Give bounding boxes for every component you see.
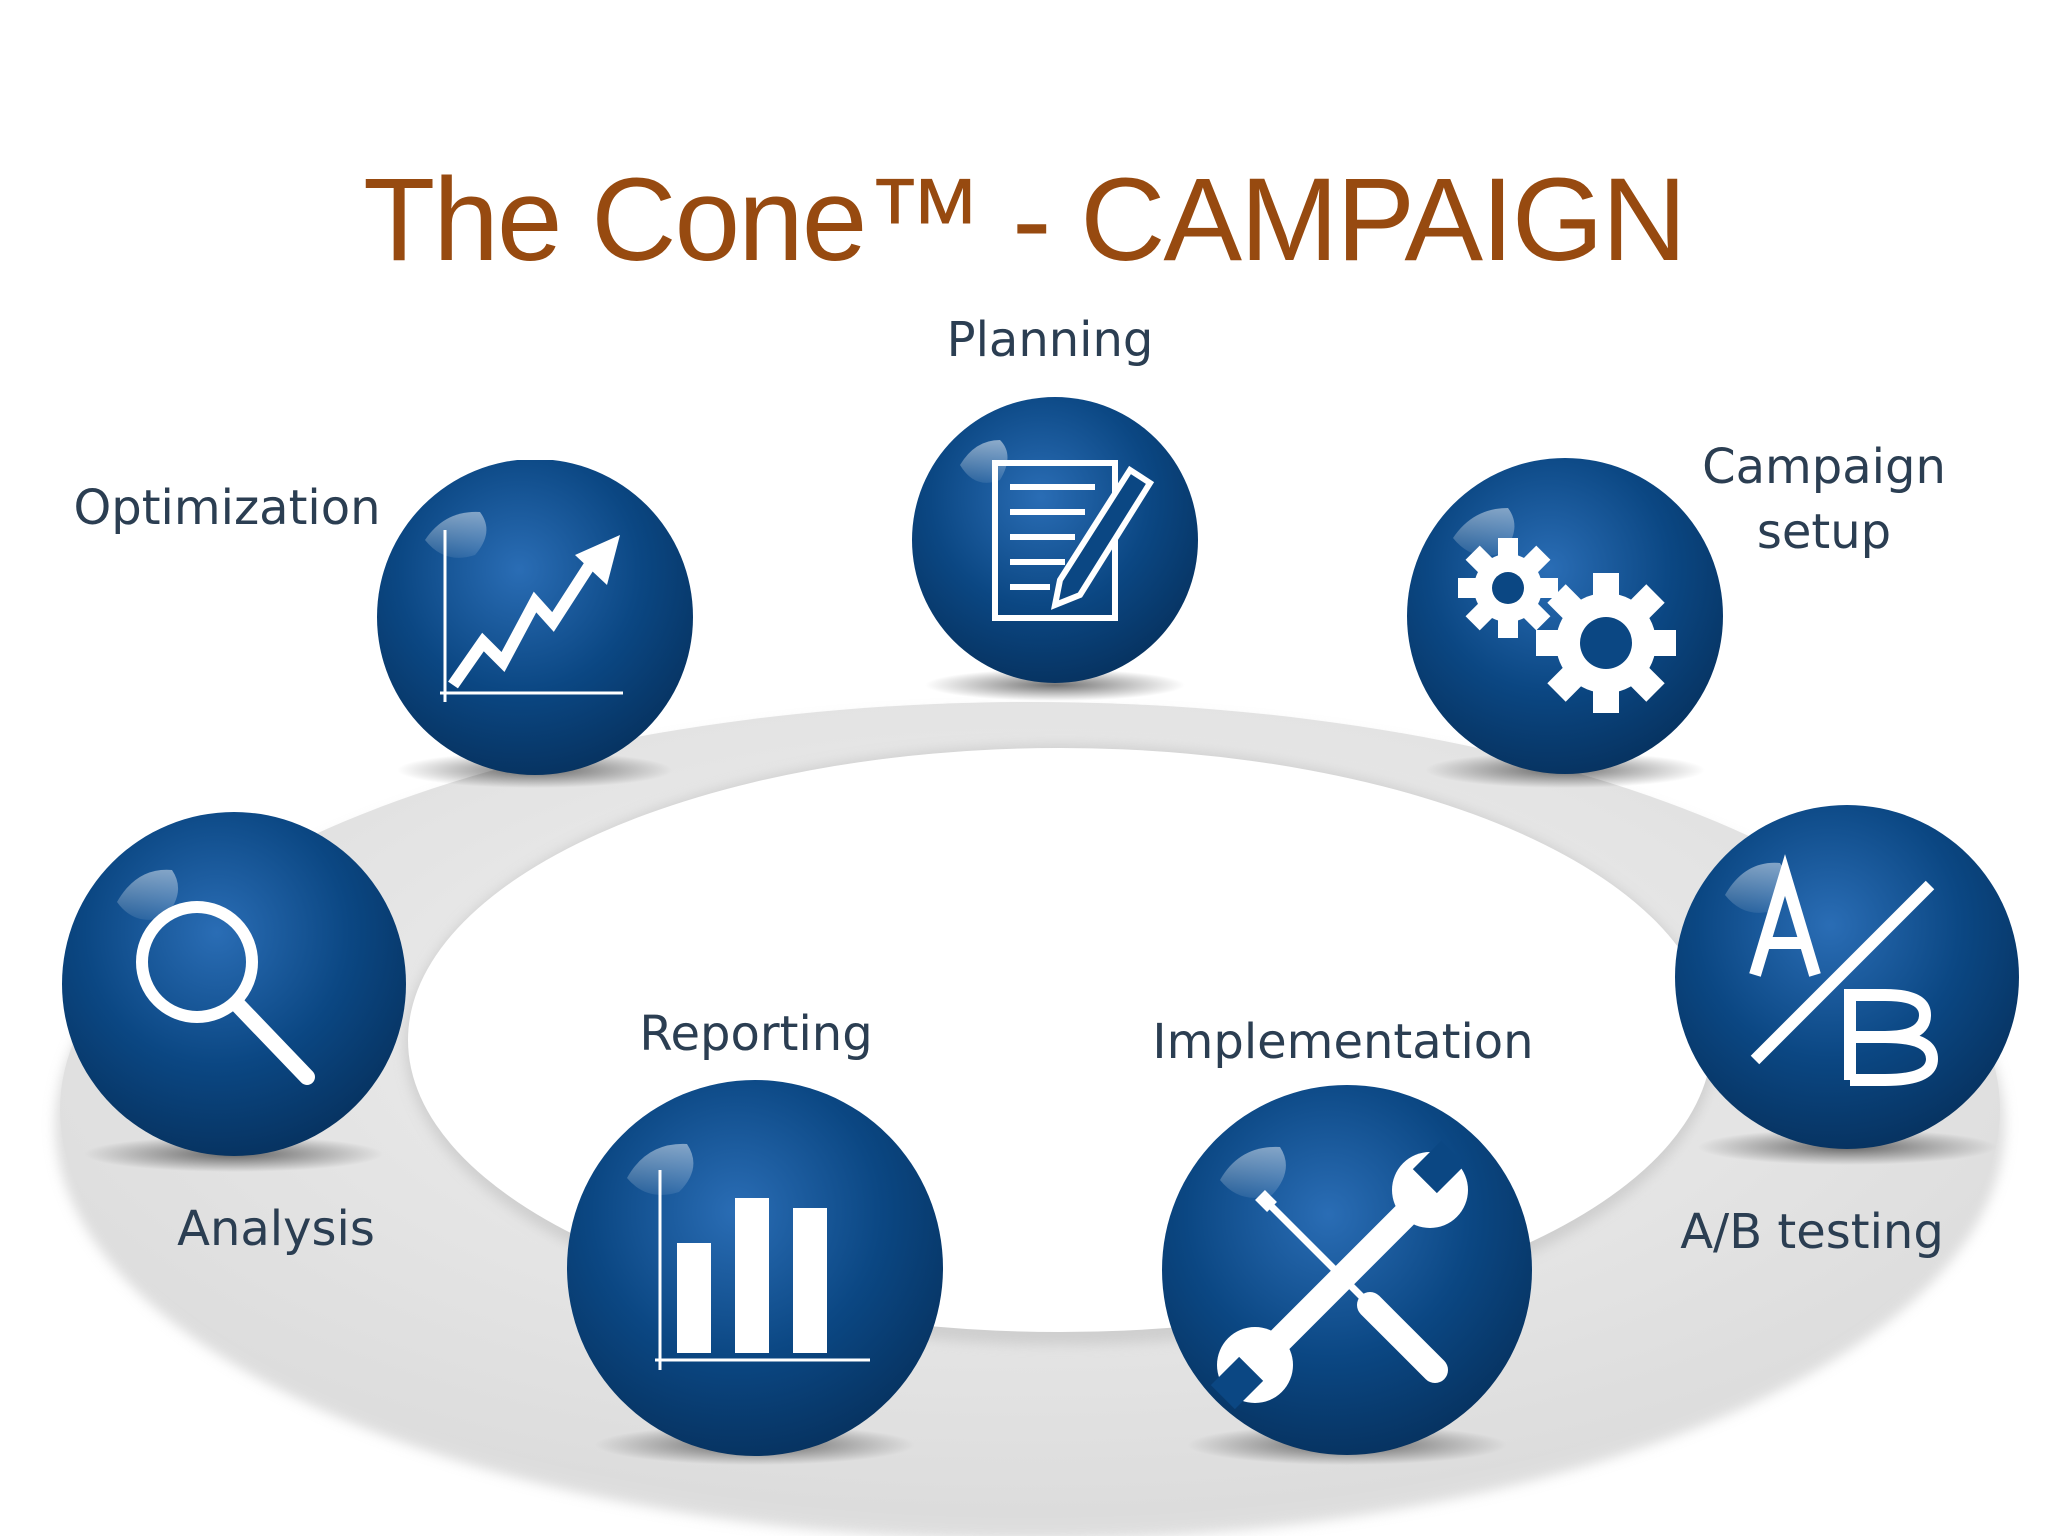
trend-arrow-icon [440,530,623,702]
slide-title: The Cone™ - CAMPAIGN [363,154,1687,286]
implementation-node [1162,1085,1532,1465]
step-label-campaign-setup-line2: setup [1756,504,1892,560]
step-label-analysis: Analysis [177,1201,375,1257]
wrench-screwdriver-icon [1210,1140,1468,1410]
step-label-reporting: Reporting [639,1006,873,1062]
campaign-setup-node [1407,458,1723,788]
step-label-implementation: Implementation [1152,1014,1534,1070]
planning-node [912,397,1198,701]
ab-testing-node [1675,805,2019,1165]
step-label-planning: Planning [946,312,1154,368]
step-label-ab-testing: A/B testing [1680,1204,1944,1260]
reporting-node [567,1080,943,1465]
document-pencil-icon [992,460,1155,621]
a-slash-b-icon [1749,854,1939,1086]
step-label-campaign-setup-line1: Campaign [1702,439,1946,495]
optimization-node [377,460,693,788]
bar-chart-icon [655,1170,870,1370]
analysis-node [62,812,406,1172]
magnifier-icon [136,901,315,1085]
step-label-optimization: Optimization [73,480,381,536]
